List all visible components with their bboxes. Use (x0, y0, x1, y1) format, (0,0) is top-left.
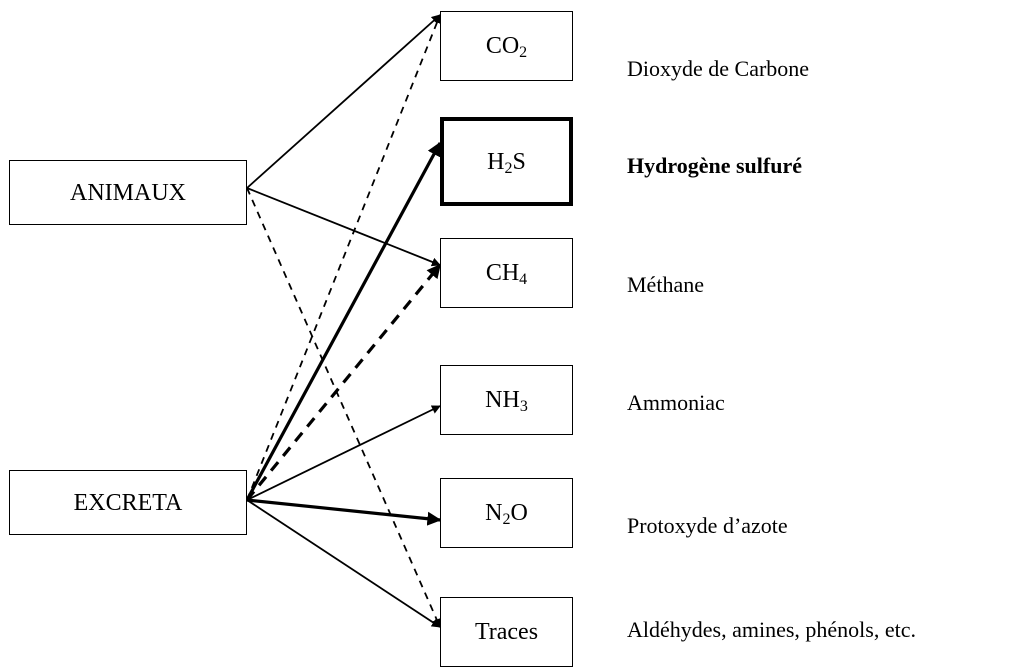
gas-box-ch4: CH4 (440, 238, 573, 308)
source-label-excreta: EXCRETA (73, 489, 183, 516)
source-box-animaux: ANIMAUX (9, 160, 247, 225)
gas-box-nh3: NH3 (440, 365, 573, 435)
gas-box-co2: CO2 (440, 11, 573, 81)
source-box-excreta: EXCRETA (9, 470, 247, 535)
arrow-excreta-to-nh3 (246, 405, 441, 501)
gas-formula-traces: Traces (474, 619, 539, 645)
description-traces: Aldéhydes, amines, phénols, etc. (627, 617, 916, 642)
arrow-animaux-to-ch4 (246, 187, 441, 267)
arrow-excreta-to-traces (246, 499, 441, 628)
gas-formula-h2s: H2S (487, 148, 526, 177)
description-ch4: Méthane (627, 272, 704, 297)
gas-box-traces: Traces (440, 597, 573, 667)
gas-box-n2o: N2O (440, 478, 573, 548)
arrow-excreta-to-ch4 (245, 263, 442, 502)
gas-box-h2s: H2S (440, 117, 573, 206)
description-co2: Dioxyde de Carbone (627, 56, 810, 81)
gas-formula-n2o: N2O (485, 500, 528, 528)
description-nh3: Ammoniac (627, 390, 725, 415)
arrow-excreta-to-h2s (245, 141, 442, 501)
arrow-animaux-to-co2 (246, 14, 441, 189)
arrow-animaux-to-traces (246, 187, 441, 628)
gas-formula-nh3: NH3 (485, 387, 528, 415)
arrow-excreta-to-n2o (246, 498, 442, 526)
gas-formula-co2: CO2 (485, 33, 528, 61)
arrow-excreta-to-co2 (246, 14, 442, 501)
description-n2o: Protoxyde d’azote (627, 513, 788, 538)
description-h2s: Hydrogène sulfuré (627, 153, 802, 178)
source-label-animaux: ANIMAUX (70, 179, 186, 206)
gas-formula-ch4: CH4 (485, 260, 528, 288)
